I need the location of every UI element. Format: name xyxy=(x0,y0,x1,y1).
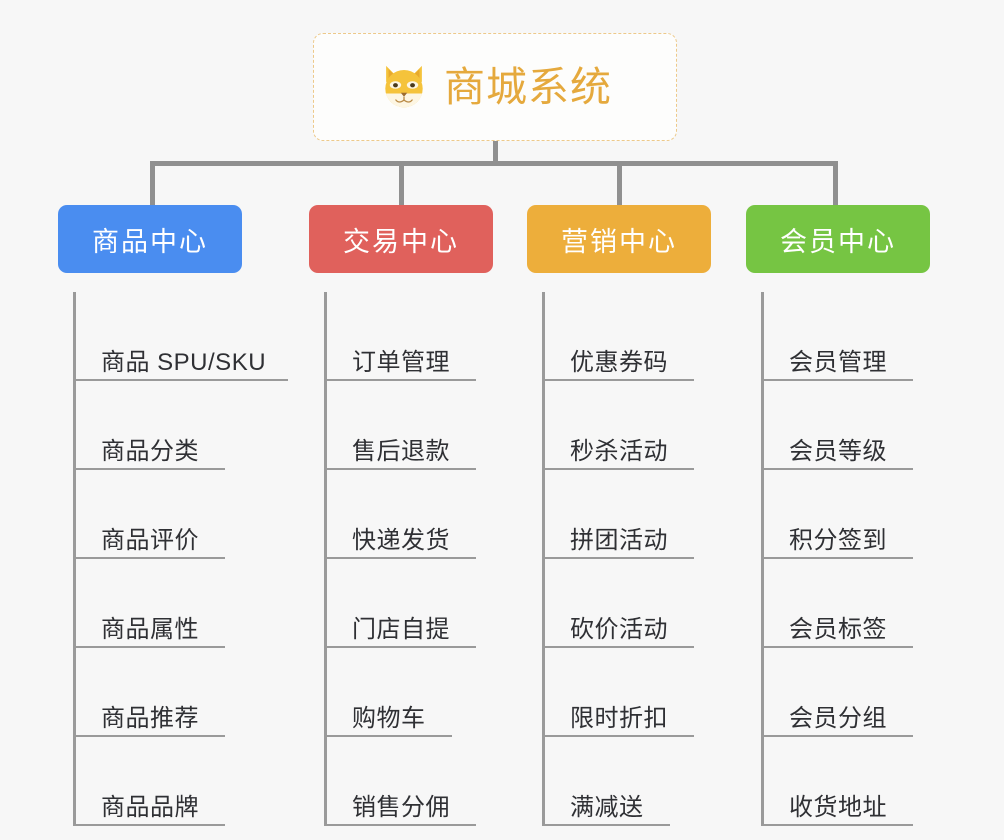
category-chip-label: 会员中心 xyxy=(780,226,896,257)
leaf-item-label: 会员等级 xyxy=(789,437,887,465)
leaf-item[interactable]: 会员标签 xyxy=(761,559,913,648)
leaf-item[interactable]: 砍价活动 xyxy=(542,559,694,648)
leaf-item-label: 优惠券码 xyxy=(570,348,668,376)
category-chip-product-center[interactable]: 商品中心 xyxy=(58,205,242,273)
leaf-item[interactable]: 优惠券码 xyxy=(542,292,694,381)
leaf-item[interactable]: 收货地址 xyxy=(761,737,913,826)
root-node[interactable]: 商城系统 xyxy=(313,33,677,141)
leaf-item-label: 满减送 xyxy=(570,793,644,821)
leaf-item[interactable]: 会员等级 xyxy=(761,381,913,470)
category-chip-trade-center[interactable]: 交易中心 xyxy=(309,205,493,273)
root-title: 商城系统 xyxy=(444,63,612,110)
category-chip-member-center[interactable]: 会员中心 xyxy=(746,205,930,273)
leaf-item[interactable]: 限时折扣 xyxy=(542,648,694,737)
leaf-item[interactable]: 售后退款 xyxy=(324,381,476,470)
drop-line-member-center xyxy=(833,161,838,205)
leaf-item[interactable]: 商品分类 xyxy=(73,381,225,470)
leaf-item-label: 会员管理 xyxy=(789,348,887,376)
leaf-item-label: 售后退款 xyxy=(352,437,450,465)
leaf-item-label: 门店自提 xyxy=(352,615,450,643)
category-chip-label: 商品中心 xyxy=(92,226,208,257)
column-trunk-line xyxy=(73,292,76,826)
leaf-item-label: 商品推荐 xyxy=(101,704,199,732)
leaf-item[interactable]: 购物车 xyxy=(324,648,452,737)
drop-line-trade-center xyxy=(399,161,404,205)
leaf-item[interactable]: 商品 SPU/SKU xyxy=(73,292,288,381)
shiba-dog-face-icon xyxy=(385,65,423,109)
leaf-item[interactable]: 订单管理 xyxy=(324,292,476,381)
leaf-item-label: 商品属性 xyxy=(101,615,199,643)
leaf-item-label: 拼团活动 xyxy=(570,526,668,554)
leaf-item[interactable]: 商品属性 xyxy=(73,559,225,648)
leaf-item-label: 秒杀活动 xyxy=(570,437,668,465)
leaf-item[interactable]: 销售分佣 xyxy=(324,737,476,826)
leaf-item[interactable]: 商品评价 xyxy=(73,470,225,559)
root-stem-line xyxy=(493,141,498,166)
leaf-item-label: 商品品牌 xyxy=(101,793,199,821)
leaf-item[interactable]: 满减送 xyxy=(542,737,670,826)
leaf-item[interactable]: 快递发货 xyxy=(324,470,476,559)
leaf-item-label: 积分签到 xyxy=(789,526,887,554)
leaf-item-label: 会员分组 xyxy=(789,704,887,732)
leaf-item-label: 订单管理 xyxy=(352,348,450,376)
column-trunk-line xyxy=(324,292,327,826)
column-trunk-line xyxy=(761,292,764,826)
leaf-item-label: 商品评价 xyxy=(101,526,199,554)
leaf-item-label: 商品 SPU/SKU xyxy=(101,348,267,376)
drop-line-marketing-center xyxy=(617,161,622,205)
leaf-item-label: 会员标签 xyxy=(789,615,887,643)
category-chip-label: 交易中心 xyxy=(343,226,459,257)
drop-line-product-center xyxy=(150,161,155,205)
leaf-item[interactable]: 商品品牌 xyxy=(73,737,225,826)
leaf-item-label: 砍价活动 xyxy=(570,615,668,643)
leaf-item[interactable]: 秒杀活动 xyxy=(542,381,694,470)
category-chip-label: 营销中心 xyxy=(561,226,677,257)
leaf-item[interactable]: 积分签到 xyxy=(761,470,913,559)
category-chip-marketing-center[interactable]: 营销中心 xyxy=(527,205,711,273)
leaf-item[interactable]: 商品推荐 xyxy=(73,648,225,737)
leaf-item-label: 收货地址 xyxy=(789,793,887,821)
leaf-item[interactable]: 会员分组 xyxy=(761,648,913,737)
leaf-item-label: 商品分类 xyxy=(101,437,199,465)
column-trunk-line xyxy=(542,292,545,826)
leaf-item-label: 限时折扣 xyxy=(570,704,668,732)
leaf-item[interactable]: 会员管理 xyxy=(761,292,913,381)
leaf-item-label: 快递发货 xyxy=(352,526,450,554)
leaf-item[interactable]: 拼团活动 xyxy=(542,470,694,559)
horizontal-bus-line xyxy=(150,161,838,166)
leaf-item-label: 购物车 xyxy=(352,704,426,732)
leaf-item-label: 销售分佣 xyxy=(352,793,450,821)
leaf-item[interactable]: 门店自提 xyxy=(324,559,476,648)
